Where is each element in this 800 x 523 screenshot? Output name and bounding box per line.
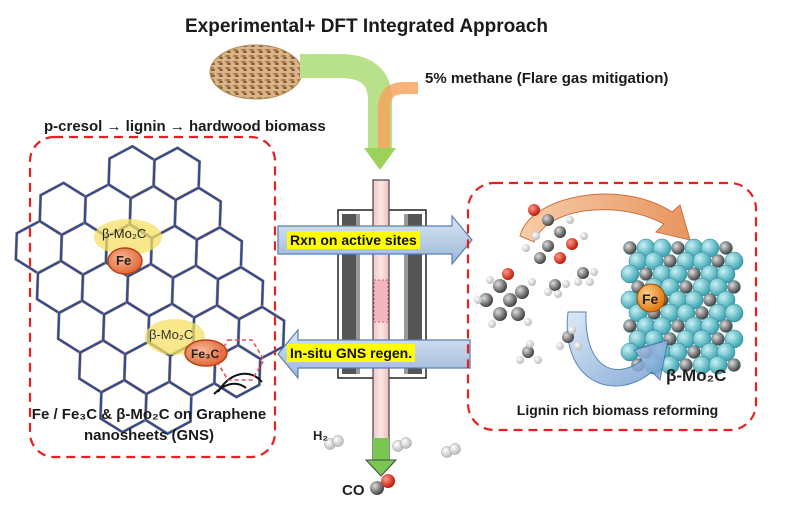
reforming-caption: Lignin rich biomass reforming: [516, 402, 719, 418]
catalyst-panel-border: [28, 135, 277, 459]
methane-feed-label: 5% methane (Flare gas mitigation): [425, 70, 669, 87]
reactor: [337, 179, 427, 477]
graphene-edge-curve: [213, 372, 263, 395]
mo2c-highlight-top: [94, 219, 162, 255]
reforming-panel-border: [466, 181, 758, 432]
co-label: CO: [342, 482, 365, 499]
reactor-tube: [372, 179, 390, 467]
fe-label: Fe: [116, 253, 132, 268]
fe-particle: [107, 247, 143, 275]
mo2c-surface-slab: [620, 238, 744, 375]
blue-flow-arrow: [566, 311, 669, 387]
catalyst-bed: [373, 279, 389, 323]
gns-regen-label: In-situ GNS regen.: [287, 344, 416, 362]
h2-label: H₂: [313, 428, 329, 443]
lignin-molecules: [474, 204, 598, 364]
fe-surface-atom: [636, 283, 666, 313]
feedstock-chain-label: p-cresol → lignin → hardwood biomass: [44, 118, 326, 135]
rxn-active-sites-label: Rxn on active sites: [287, 231, 420, 249]
biomass-pellets-image: [209, 44, 303, 100]
mo2c-label-mid: β-Mo₂C: [149, 327, 194, 342]
fe-surface-label: Fe: [642, 291, 659, 307]
co-molecule: [370, 474, 395, 495]
fe3c-label: Fe₃C: [191, 347, 220, 361]
h2-molecules: [324, 435, 461, 458]
diagram-title: Experimental+ DFT Integrated Approach: [185, 16, 549, 37]
mo2c-surface-label: β-Mo₂C: [666, 366, 727, 385]
regeneration-hex-dashed: [215, 339, 265, 381]
feed-arrows: [300, 54, 418, 170]
catalyst-caption: Fe / Fe₃C & β-Mo₂C on Graphene nanosheet…: [31, 406, 267, 444]
fe3c-particle: [184, 339, 228, 367]
mo2c-label-top: β-Mo₂C: [102, 226, 147, 241]
